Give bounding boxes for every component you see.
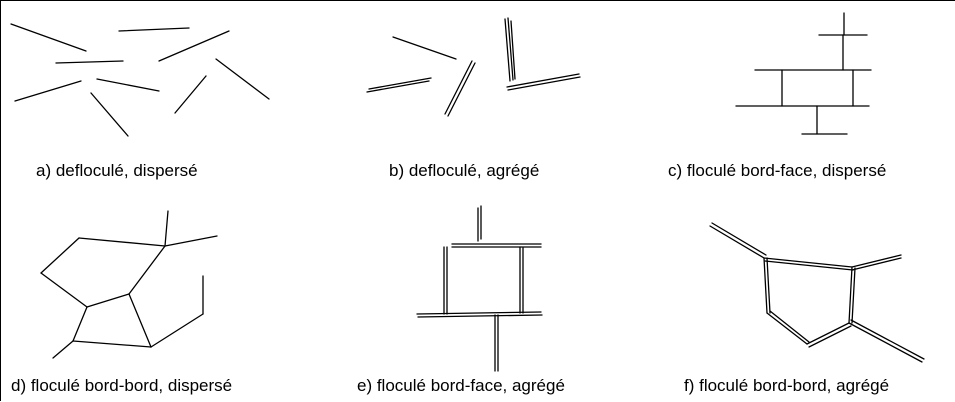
caption-c: c) floculé bord-face, dispersé — [668, 161, 887, 180]
caption-d: d) floculé bord-bord, dispersé — [11, 376, 233, 395]
caption-e: e) floculé bord-face, agrégé — [357, 376, 565, 395]
panel-e-edge-face-aggregated — [416, 205, 543, 372]
panel-f-edge-edge-aggregated — [709, 222, 925, 363]
caption-a: a) defloculé, dispersé — [36, 161, 198, 180]
panel-c-edge-face-dispersed — [735, 12, 872, 135]
panel-a-dispersed-platelets — [10, 23, 270, 137]
panel-b-aggregated-stacks — [366, 17, 581, 117]
caption-b: b) defloculé, agrégé — [389, 161, 540, 180]
panel-d-edge-edge-dispersed — [40, 210, 218, 359]
caption-f: f) floculé bord-bord, agrégé — [684, 376, 890, 395]
